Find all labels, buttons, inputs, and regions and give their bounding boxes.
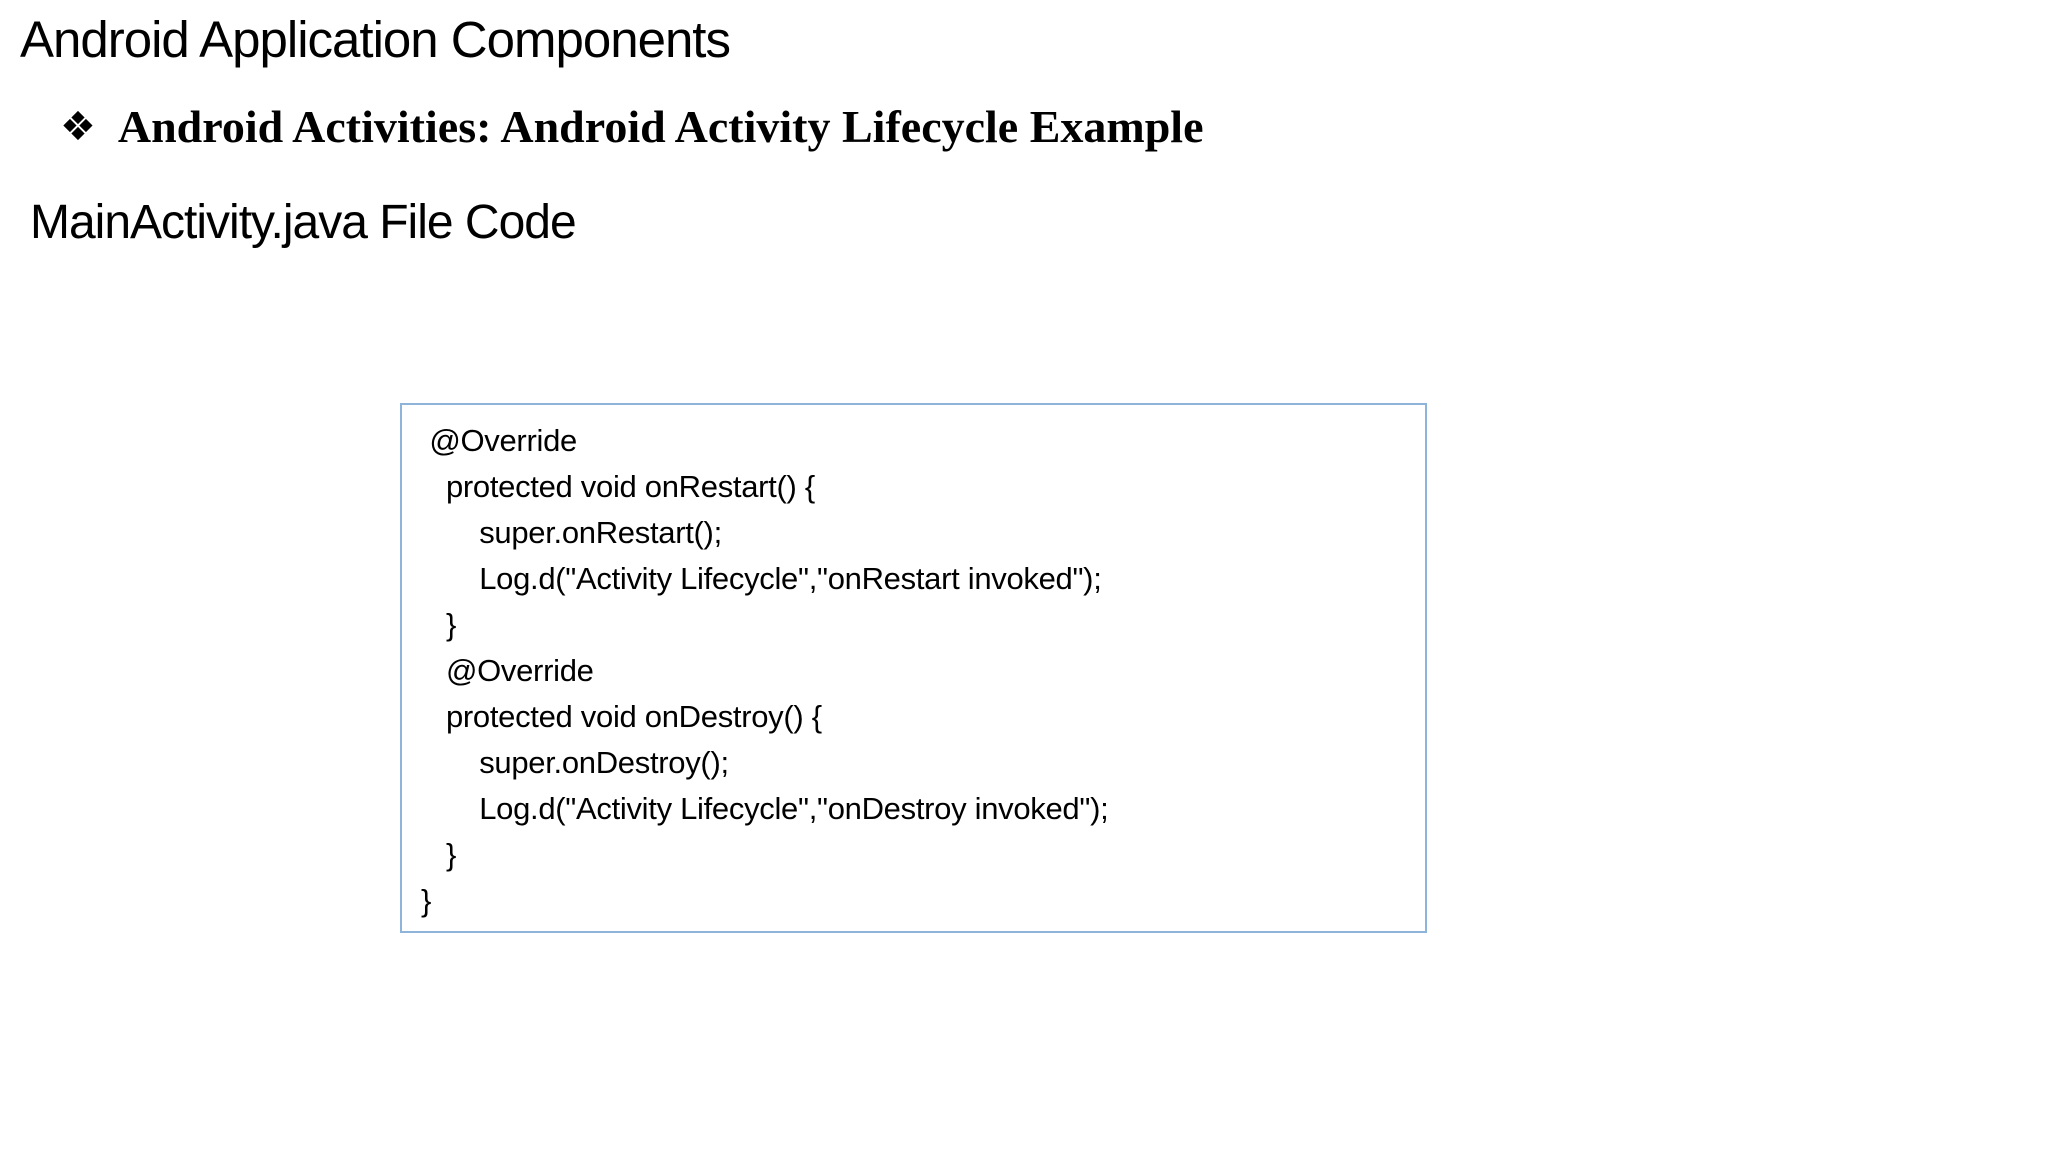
bullet-item: ❖ Android Activities: Android Activity L…	[60, 100, 1204, 153]
bullet-text: Android Activities: Android Activity Lif…	[117, 101, 1204, 152]
code-block: @Override protected void onRestart() { s…	[421, 423, 1109, 918]
diamond-bullet-icon: ❖	[60, 104, 96, 150]
page-title: Android Application Components	[20, 11, 731, 68]
code-box: @Override protected void onRestart() { s…	[400, 403, 1427, 933]
subtitle: MainActivity.java File Code	[30, 196, 577, 249]
